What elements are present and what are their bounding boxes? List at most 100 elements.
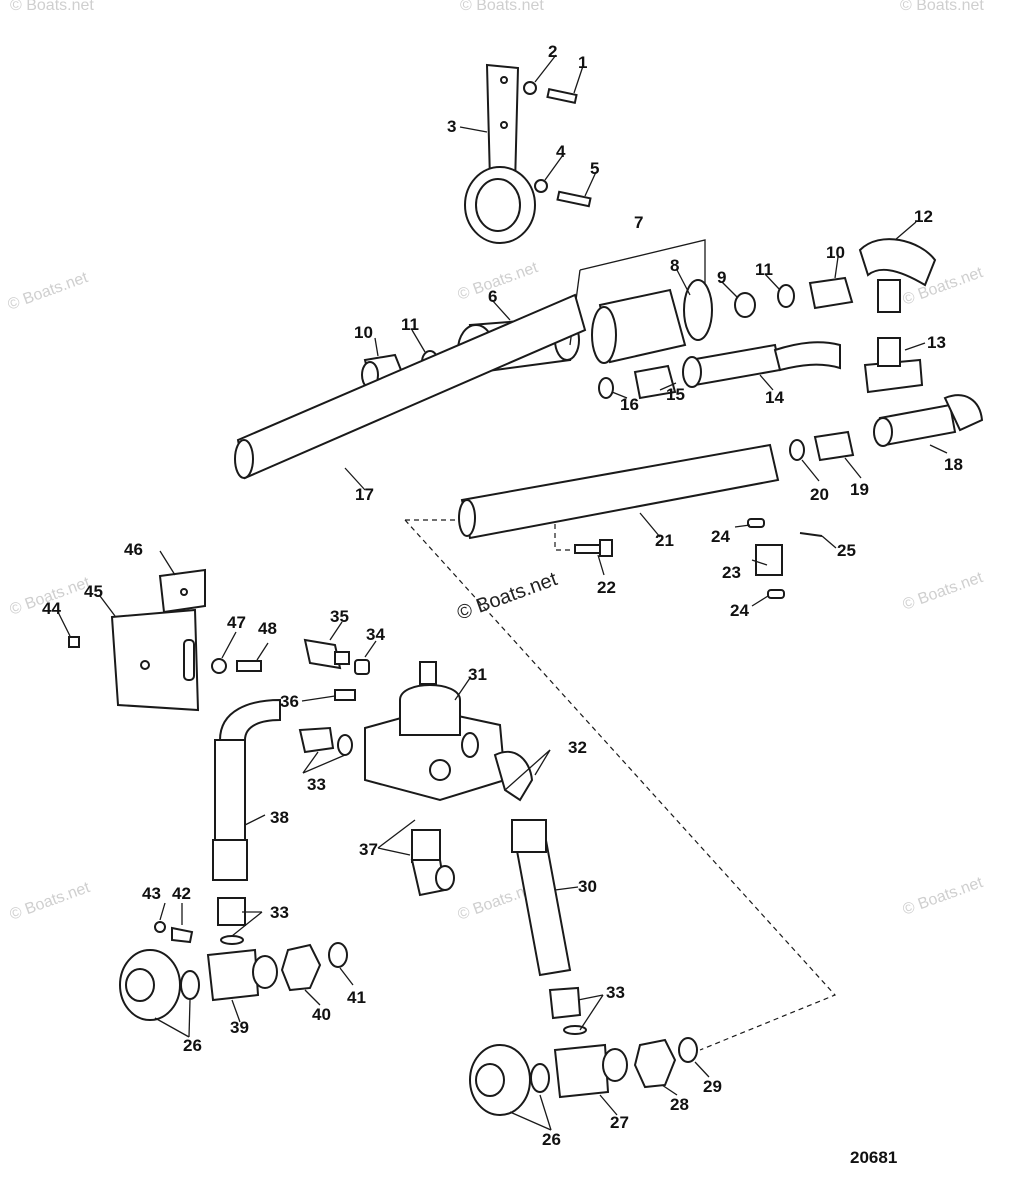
tee-block-part: [553, 1043, 628, 1099]
callout-label-10: 10: [354, 323, 373, 342]
callout-label-33: 33: [606, 983, 625, 1002]
callout-label-26: 26: [542, 1130, 561, 1149]
fitting-part: [598, 364, 677, 400]
callout-label-43: 43: [142, 884, 161, 903]
callout-label-2: 2: [548, 42, 557, 61]
callout-label-12: 12: [914, 207, 933, 226]
callout-label-22: 22: [597, 578, 616, 597]
callout-label-44: 44: [42, 599, 61, 618]
callout-label-5: 5: [590, 159, 599, 178]
callout-label-33: 33: [307, 775, 326, 794]
elbow-fitting-part: [410, 829, 455, 897]
elbow-fitting-part: [858, 238, 937, 313]
watermark-center: © Boats.net: [454, 568, 560, 625]
leader-lines: [57, 54, 948, 1131]
callout-label-28: 28: [670, 1095, 689, 1114]
callout-label-27: 27: [610, 1113, 629, 1132]
callout-label-38: 38: [270, 808, 289, 827]
fitting-part: [789, 430, 855, 462]
sensor-part: [303, 638, 370, 701]
callout-label-21: 21: [655, 531, 674, 550]
callout-label-46: 46: [124, 540, 143, 559]
watermark: © Boats.net: [456, 259, 541, 304]
callout-label-13: 13: [927, 333, 946, 352]
callout-label-9: 9: [717, 268, 726, 287]
callout-label-6: 6: [488, 287, 497, 306]
callout-label-47: 47: [227, 613, 246, 632]
callout-label-19: 19: [850, 480, 869, 499]
callout-label-31: 31: [468, 665, 487, 684]
callout-label-20: 20: [810, 485, 829, 504]
callout-label-3: 3: [447, 117, 456, 136]
watermark: © Boats.net: [10, 0, 94, 14]
callout-label-33: 33: [270, 903, 289, 922]
callout-label-29: 29: [703, 1077, 722, 1096]
tee-block-part: [206, 948, 278, 1002]
nut-part: [633, 1037, 698, 1089]
bracket-part: [464, 63, 536, 244]
callout-label-16: 16: [620, 395, 639, 414]
callout-label-48: 48: [258, 619, 277, 638]
callout-label-39: 39: [230, 1018, 249, 1037]
callout-label-15: 15: [666, 385, 685, 404]
callout-label-24: 24: [730, 601, 749, 620]
figure-number: 20681: [850, 1148, 897, 1167]
fitting-part: [217, 897, 587, 1035]
callout-label-45: 45: [84, 582, 103, 601]
callout-label-11: 11: [755, 260, 773, 279]
plate-part: [158, 568, 206, 614]
callout-label-26: 26: [183, 1036, 202, 1055]
hose-part: [682, 341, 841, 388]
callout-label-42: 42: [172, 884, 191, 903]
hose-part: [511, 819, 572, 977]
callout-label-41: 41: [347, 988, 366, 1007]
watermark: © Boats.net: [6, 269, 91, 314]
callout-label-36: 36: [280, 692, 299, 711]
filter-element-part: [591, 279, 756, 364]
callout-label-37: 37: [359, 840, 378, 859]
callout-labels: 1234567891010111112131415161718192021222…: [42, 42, 963, 1149]
nut-part: [280, 942, 348, 992]
fitting-part: [298, 726, 353, 756]
watermark: © Boats.net: [900, 0, 984, 14]
hose-part: [212, 698, 281, 881]
callout-label-25: 25: [837, 541, 856, 560]
bolt-part: [574, 539, 613, 557]
plug-part: [154, 921, 194, 944]
watermark: © Boats.net: [901, 874, 986, 919]
callout-label-1: 1: [578, 53, 587, 72]
callout-label-18: 18: [944, 455, 963, 474]
callout-label-8: 8: [670, 256, 679, 275]
tee-fitting-part: [863, 337, 924, 394]
callout-label-35: 35: [330, 607, 349, 626]
callout-label-34: 34: [366, 625, 385, 644]
callout-label-14: 14: [765, 388, 784, 407]
callout-label-30: 30: [578, 877, 597, 896]
dashed-assembly-line: [554, 515, 575, 551]
callout-label-7: 7: [634, 213, 643, 232]
callout-label-24: 24: [711, 527, 730, 546]
callout-label-17: 17: [355, 485, 374, 504]
nut-part: [68, 636, 262, 674]
cap-fitting-part: [469, 1044, 550, 1116]
callout-label-11: 11: [401, 315, 419, 334]
fitting-part: [777, 276, 854, 310]
cap-fitting-part: [119, 949, 200, 1021]
watermark: © Boats.net: [460, 0, 544, 14]
callout-label-10: 10: [826, 243, 845, 262]
screw-part: [523, 81, 592, 208]
watermark: © Boats.net: [901, 569, 986, 614]
watermark: © Boats.net: [8, 879, 93, 924]
fuel-rail-part: [234, 293, 587, 480]
hose-part: [873, 394, 984, 447]
injector-part: [747, 518, 823, 599]
bracket-plate-part: [110, 608, 200, 712]
fuel-rail-part: [458, 443, 780, 540]
callout-label-40: 40: [312, 1005, 331, 1024]
callout-label-23: 23: [722, 563, 741, 582]
callout-label-32: 32: [568, 738, 587, 757]
elbow-fitting-part: [461, 732, 534, 802]
callout-label-4: 4: [556, 142, 566, 161]
